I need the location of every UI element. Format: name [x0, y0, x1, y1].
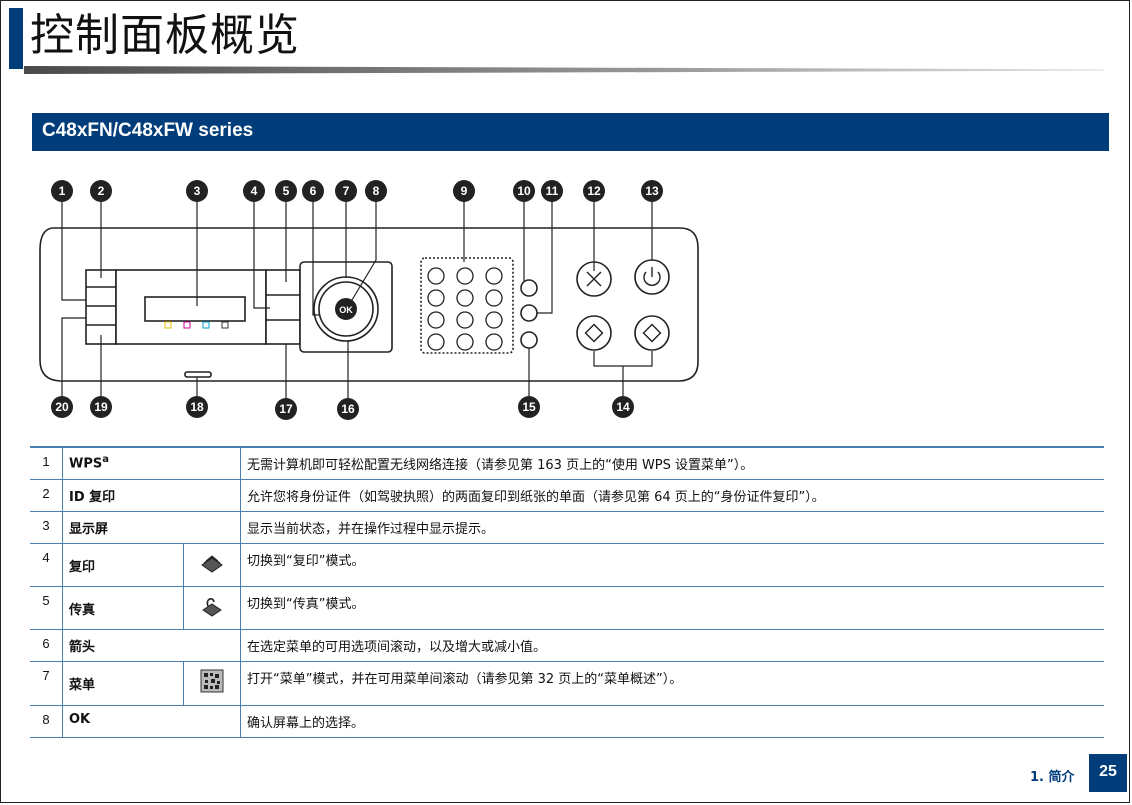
table-row: 4 复印 切换到“复印”模式。 [30, 543, 1104, 587]
page-number-badge: 25 [1089, 754, 1127, 792]
ok-key-label: OK [339, 305, 353, 315]
svg-text:14: 14 [616, 400, 630, 414]
svg-text:6: 6 [310, 184, 317, 198]
callout-1: 1 [51, 180, 73, 202]
fax-icon [183, 586, 241, 630]
callout-14: 14 [612, 396, 634, 418]
svg-text:20: 20 [55, 400, 69, 414]
row-number: 5 [30, 586, 63, 630]
svg-text:12: 12 [587, 184, 601, 198]
row-name: 复印 [69, 559, 96, 575]
row-description: 切换到“传真”模式。 [247, 597, 365, 612]
callout-4: 4 [243, 180, 265, 202]
callout-17: 17 [275, 398, 297, 420]
row-description: 无需计算机即可轻松配置无线网络连接（请参见第 163 页上的“使用 WPS 设置… [247, 458, 754, 473]
table-row: 3 显示屏 显示当前状态，并在操作过程中显示提示。 [30, 511, 1104, 544]
table-row: 2 ID 复印 允许您将身份证件（如驾驶执照）的两面复印到纸张的单面（请参见第 … [30, 479, 1104, 512]
callout-7: 7 [335, 180, 357, 202]
svg-text:19: 19 [94, 400, 108, 414]
callout-3: 3 [186, 180, 208, 202]
table-row: 7 菜单 打开“菜单”模式，并在可用菜单间滚动（请参见第 32 页上的“菜单概述… [30, 661, 1104, 706]
row-number: 8 [30, 705, 63, 738]
svg-text:4: 4 [251, 184, 258, 198]
row-description: 显示当前状态，并在操作过程中显示提示。 [247, 522, 495, 537]
panel-outline [39, 227, 699, 382]
row-name: OK [62, 705, 241, 738]
svg-text:10: 10 [517, 184, 531, 198]
callout-19: 19 [90, 396, 112, 418]
row-number: 7 [30, 661, 63, 706]
row-description: 允许您将身份证件（如驾驶执照）的两面复印到纸张的单面（请参见第 64 页上的“身… [247, 490, 825, 505]
row-description: 确认屏幕上的选择。 [247, 716, 365, 731]
footer-chapter-link[interactable]: 1. 简介 [1030, 770, 1075, 785]
title-accent-bar [9, 8, 23, 69]
svg-text:18: 18 [190, 400, 204, 414]
page-title: 控制面板概览 [30, 10, 300, 61]
table-row: 5 传真 切换到“传真”模式。 [30, 586, 1104, 630]
section-header: C48xFN/C48xFW series [32, 113, 1109, 151]
title-divider [24, 66, 1104, 74]
row-number: 6 [30, 629, 63, 662]
svg-text:17: 17 [279, 402, 293, 416]
copy-icon [183, 543, 241, 587]
callout-16: 16 [337, 398, 359, 420]
row-name: WPSa [62, 447, 241, 480]
svg-text:5: 5 [283, 184, 290, 198]
svg-text:11: 11 [546, 184, 559, 198]
callout-20: 20 [51, 396, 73, 418]
row-description: 在选定菜单的可用选项间滚动，以及增大或减小值。 [247, 640, 547, 655]
svg-text:8: 8 [373, 184, 380, 198]
callout-5: 5 [275, 180, 297, 202]
row-description: 打开“菜单”模式，并在可用菜单间滚动（请参见第 32 页上的“菜单概述”）。 [247, 672, 683, 687]
callout-10: 10 [513, 180, 535, 202]
callout-9: 9 [453, 180, 475, 202]
svg-text:3: 3 [194, 184, 201, 198]
svg-text:15: 15 [522, 400, 536, 414]
callout-2: 2 [90, 180, 112, 202]
row-number: 3 [30, 511, 63, 544]
callout-8: 8 [365, 180, 387, 202]
callout-11: 11 [541, 180, 563, 202]
svg-text:16: 16 [341, 402, 355, 416]
svg-text:1: 1 [59, 184, 66, 198]
button-description-table: 1 WPSa 无需计算机即可轻松配置无线网络连接（请参见第 163 页上的“使用… [30, 446, 1104, 738]
table-row: 8 OK 确认屏幕上的选择。 [30, 705, 1104, 738]
row-description: 切换到“复印”模式。 [247, 554, 365, 569]
svg-text:2: 2 [98, 184, 105, 198]
callout-13: 13 [641, 180, 663, 202]
menu-icon [183, 661, 241, 706]
table-row: 6 箭头 在选定菜单的可用选项间滚动，以及增大或减小值。 [30, 629, 1104, 662]
table-row: 1 WPSa 无需计算机即可轻松配置无线网络连接（请参见第 163 页上的“使用… [30, 447, 1104, 480]
row-number: 2 [30, 479, 63, 512]
callout-15: 15 [518, 396, 540, 418]
control-panel-diagram: OK 1 2 3 [39, 180, 699, 420]
row-name: 菜单 [69, 678, 96, 693]
callout-12: 12 [583, 180, 605, 202]
row-name: 显示屏 [62, 511, 241, 544]
row-number: 1 [30, 447, 63, 480]
callout-18: 18 [186, 396, 208, 418]
row-number: 4 [30, 543, 63, 587]
svg-text:9: 9 [461, 184, 468, 198]
svg-text:13: 13 [645, 184, 659, 198]
row-name: 传真 [69, 602, 96, 618]
row-name: ID 复印 [62, 479, 241, 512]
row-name: 箭头 [62, 629, 241, 662]
callout-6: 6 [302, 180, 324, 202]
svg-text:7: 7 [343, 184, 350, 198]
